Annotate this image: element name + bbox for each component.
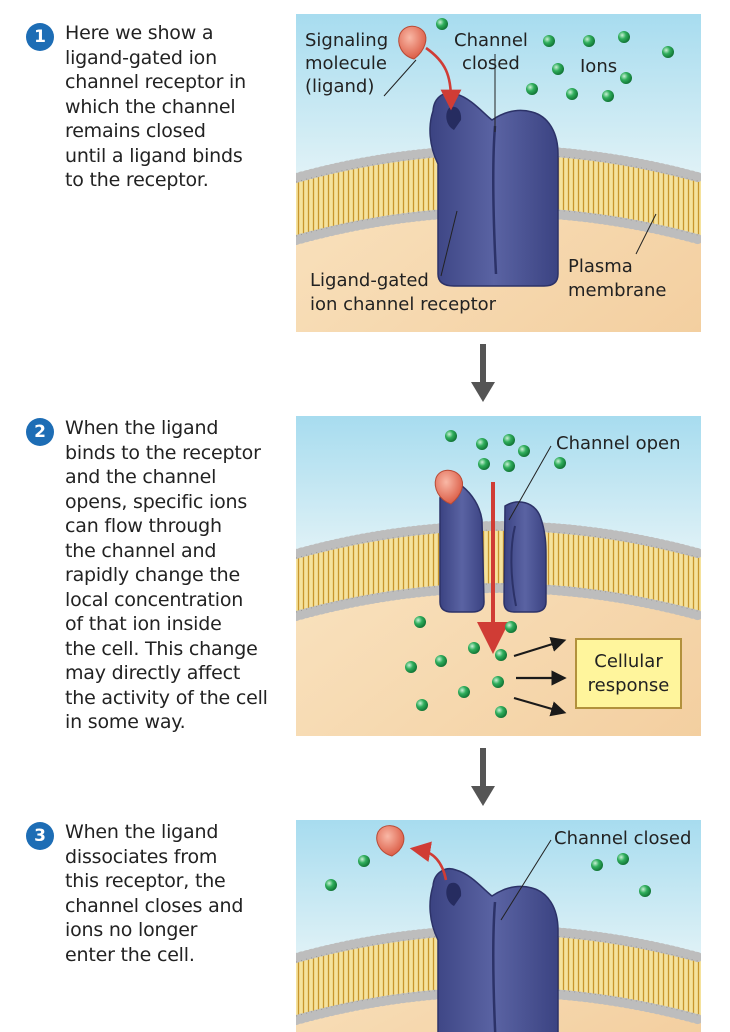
- step-1-badge: 1: [26, 23, 54, 51]
- binding-arrow: [425, 46, 462, 111]
- label-channel-closed: Channel closed: [554, 828, 691, 849]
- ions-group: [436, 18, 674, 102]
- label-channel-open: Channel open: [556, 433, 681, 454]
- step-1-text: Here we show a ligand-gated ion channel …: [65, 22, 246, 191]
- response-arrow-1: [513, 636, 567, 658]
- cellular-response-box: Cellular response: [575, 638, 682, 709]
- ions-outside: [325, 853, 651, 897]
- receptor-leader: [440, 210, 458, 277]
- label-channel: Channel: [454, 30, 528, 51]
- panel-channel-open: Channel open Cellular response: [296, 416, 701, 736]
- label-molecule: molecule: [305, 53, 387, 74]
- step-2-badge: 2: [26, 418, 54, 446]
- label-ligand: (ligand): [305, 76, 374, 97]
- response-arrow-3: [513, 696, 567, 717]
- label-ions: Ions: [580, 56, 617, 77]
- label-ligand-gated: Ligand-gated: [310, 270, 429, 291]
- label-membrane: membrane: [568, 280, 666, 301]
- panel-channel-closed: Signaling molecule (ligand) Channel clos…: [296, 14, 701, 332]
- label-plasma: Plasma: [568, 256, 633, 277]
- step-3-text: When the ligand dissociates from this re…: [65, 821, 244, 966]
- label-closed: closed: [462, 53, 520, 74]
- channel-closed-leader: [500, 839, 552, 921]
- ions-outside: [445, 430, 566, 472]
- extracellular-space: [296, 14, 701, 192]
- label-signaling: Signaling: [305, 30, 388, 51]
- plasma-membrane: [296, 521, 701, 621]
- panel-channel-closed-again: Channel closed: [296, 820, 701, 1032]
- release-arrow: [409, 841, 448, 881]
- bound-ligand: [434, 469, 464, 505]
- down-arrow-2: [471, 748, 495, 812]
- ion-channel-receptor: [429, 92, 559, 287]
- membrane-leader: [635, 213, 657, 255]
- step-2-text: When the ligand binds to the receptor an…: [65, 417, 268, 733]
- step-3-badge: 3: [26, 822, 54, 850]
- ion-channel-receptor: [429, 868, 559, 1032]
- ions-inside: [405, 616, 517, 718]
- signaling-molecule-ligand: [398, 25, 427, 60]
- label-ion-channel-receptor: ion channel receptor: [310, 294, 497, 315]
- down-arrow-1: [471, 344, 495, 408]
- channel-open-leader: [508, 445, 552, 521]
- ligand-leader: [383, 59, 417, 97]
- released-ligand: [376, 825, 405, 857]
